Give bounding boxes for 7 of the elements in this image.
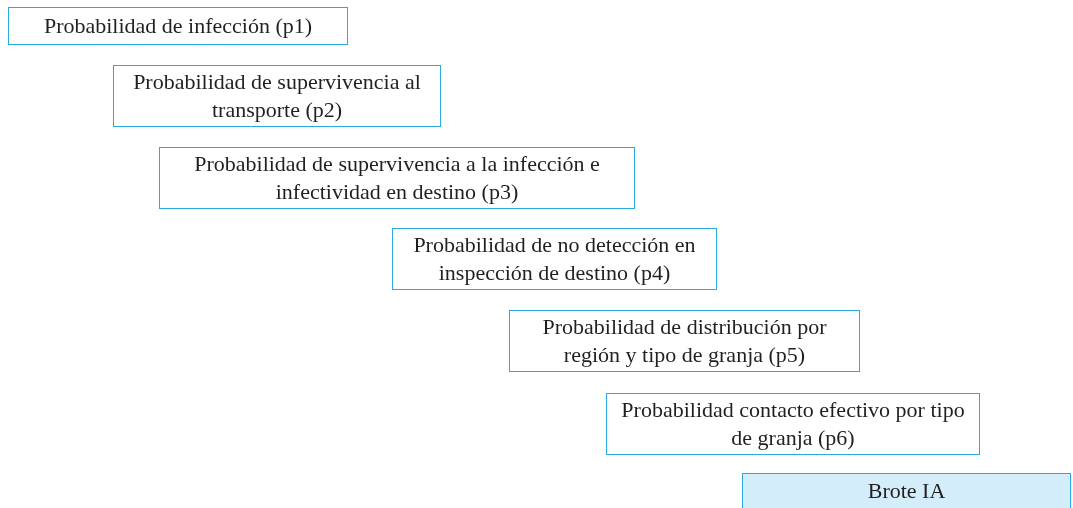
probability-box: Probabilidad de infección (p1) xyxy=(8,7,348,45)
probability-box: Probabilidad de distribución por región y tipo de granja (p5) xyxy=(509,310,860,372)
probability-box: Probabilidad de supervivencia al transporte (p2) xyxy=(113,65,441,127)
probability-box: Probabilidad de no detección en inspección de destino (p4) xyxy=(392,228,717,290)
probability-box: Probabilidad de supervivencia a la infección e infectividad en destino (p3) xyxy=(159,147,635,209)
outcome-box: Brote IA xyxy=(742,473,1071,508)
probability-box: Probabilidad contacto efectivo por tipo de granja (p6) xyxy=(606,393,980,455)
